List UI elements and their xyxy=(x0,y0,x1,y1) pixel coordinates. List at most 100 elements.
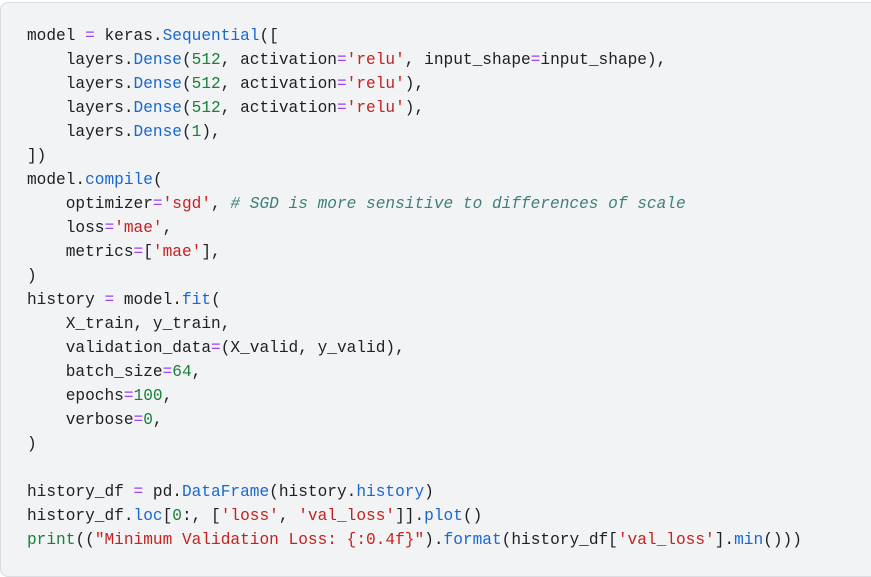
code-number: 512 xyxy=(191,99,221,117)
code-operator: = xyxy=(133,243,144,261)
code-line: history = model.fit( xyxy=(27,288,802,312)
code-function: history xyxy=(356,483,425,501)
code-operator: = xyxy=(336,75,347,93)
code-text: [ xyxy=(162,507,173,525)
code-text: ( xyxy=(181,99,192,117)
code-text: ), xyxy=(404,99,425,117)
code-function: Dense xyxy=(133,75,182,93)
code-number: 0 xyxy=(172,507,182,525)
code-text: batch_size xyxy=(27,363,163,381)
code-line: model.compile( xyxy=(27,168,802,192)
code-text: ( xyxy=(181,75,192,93)
code-text: ())) xyxy=(763,531,802,549)
code-string: 'val_loss' xyxy=(298,507,396,525)
code-string: 'loss' xyxy=(220,507,279,525)
code-function: min xyxy=(734,531,764,549)
code-function: DataFrame xyxy=(181,483,270,501)
code-text: , xyxy=(211,195,231,213)
code-text: , xyxy=(162,219,173,237)
code-text: metrics xyxy=(27,243,134,261)
code-text: verbose xyxy=(27,411,134,429)
code-text: ), xyxy=(404,75,425,93)
code-text: :, [ xyxy=(181,507,221,525)
code-text: ). xyxy=(424,531,444,549)
code-text: , xyxy=(278,507,299,525)
code-text: ) xyxy=(27,267,37,285)
code-line xyxy=(27,456,802,480)
code-text: ]. xyxy=(714,531,735,549)
code-text: ( xyxy=(211,291,221,309)
code-text: ( xyxy=(152,171,163,189)
code-text: input_shape), xyxy=(540,51,667,69)
code-line: verbose=0, xyxy=(27,408,802,432)
code-text: ) xyxy=(424,483,434,501)
code-text: , xyxy=(191,363,202,381)
code-operator: = xyxy=(104,219,115,237)
code-operator: = xyxy=(530,51,541,69)
code-string: 'val_loss' xyxy=(617,531,715,549)
code-operator: = xyxy=(336,51,347,69)
code-text: layers. xyxy=(27,75,134,93)
code-text: , activation xyxy=(220,75,337,93)
code-text: , activation xyxy=(220,99,337,117)
code-operator: = xyxy=(104,291,115,309)
code-line: metrics=['mae'], xyxy=(27,240,802,264)
code-line: history_df.loc[0:, ['loss', 'val_loss']]… xyxy=(27,504,802,528)
code-string: 'relu' xyxy=(346,51,405,69)
code-number: 512 xyxy=(191,51,221,69)
code-function: plot xyxy=(424,507,463,525)
code-line: ) xyxy=(27,432,802,456)
code-text: model. xyxy=(114,291,182,309)
code-line: layers.Dense(512, activation='relu', inp… xyxy=(27,48,802,72)
code-line: model = keras.Sequential([ xyxy=(27,24,802,48)
code-line: layers.Dense(512, activation='relu'), xyxy=(27,72,802,96)
code-text: layers. xyxy=(27,123,134,141)
code-text: , input_shape xyxy=(404,51,531,69)
code-function: format xyxy=(443,531,502,549)
code-string: 'mae' xyxy=(152,243,202,261)
code-number: 100 xyxy=(133,387,163,405)
code-text: model. xyxy=(27,171,86,189)
code-operator: = xyxy=(162,363,173,381)
code-text: layers. xyxy=(27,99,134,117)
code-text: ) xyxy=(27,435,37,453)
code-operator: = xyxy=(85,27,95,45)
code-operator: = xyxy=(152,195,163,213)
code-function: Dense xyxy=(133,99,182,117)
code-text: , activation xyxy=(220,51,337,69)
code-text: , xyxy=(152,411,163,429)
code-text: keras. xyxy=(94,27,163,45)
code-text: (history_df[ xyxy=(501,531,618,549)
code-operator: = xyxy=(133,483,144,501)
code-string: 'mae' xyxy=(114,219,163,237)
code-text: ], xyxy=(201,243,221,261)
code-number: 1 xyxy=(191,123,202,141)
code-string: 'relu' xyxy=(346,75,405,93)
code-text: history_df. xyxy=(27,507,134,525)
code-line: ]) xyxy=(27,144,802,168)
code-text: history xyxy=(27,291,105,309)
code-text: (( xyxy=(75,531,95,549)
code-content: model = keras.Sequential([ layers.Dense(… xyxy=(27,24,802,552)
code-text: layers. xyxy=(27,51,134,69)
code-operator: = xyxy=(211,339,221,357)
code-function: loc xyxy=(133,507,163,525)
code-operator: = xyxy=(123,387,134,405)
code-text: loss xyxy=(27,219,105,237)
code-text: ( xyxy=(181,123,192,141)
code-function: fit xyxy=(182,291,212,309)
code-text: [ xyxy=(143,243,153,261)
code-function: Sequential xyxy=(162,27,260,45)
code-text: ]) xyxy=(27,147,47,165)
code-text: optimizer xyxy=(27,195,153,213)
code-function: Dense xyxy=(133,123,182,141)
code-text: ( xyxy=(181,51,192,69)
code-number: 512 xyxy=(191,75,221,93)
code-text: (history. xyxy=(269,483,357,501)
code-text: history_df xyxy=(27,483,134,501)
code-number: print xyxy=(27,531,76,549)
code-operator: = xyxy=(336,99,347,117)
code-text: ([ xyxy=(259,27,279,45)
code-line: ) xyxy=(27,264,802,288)
